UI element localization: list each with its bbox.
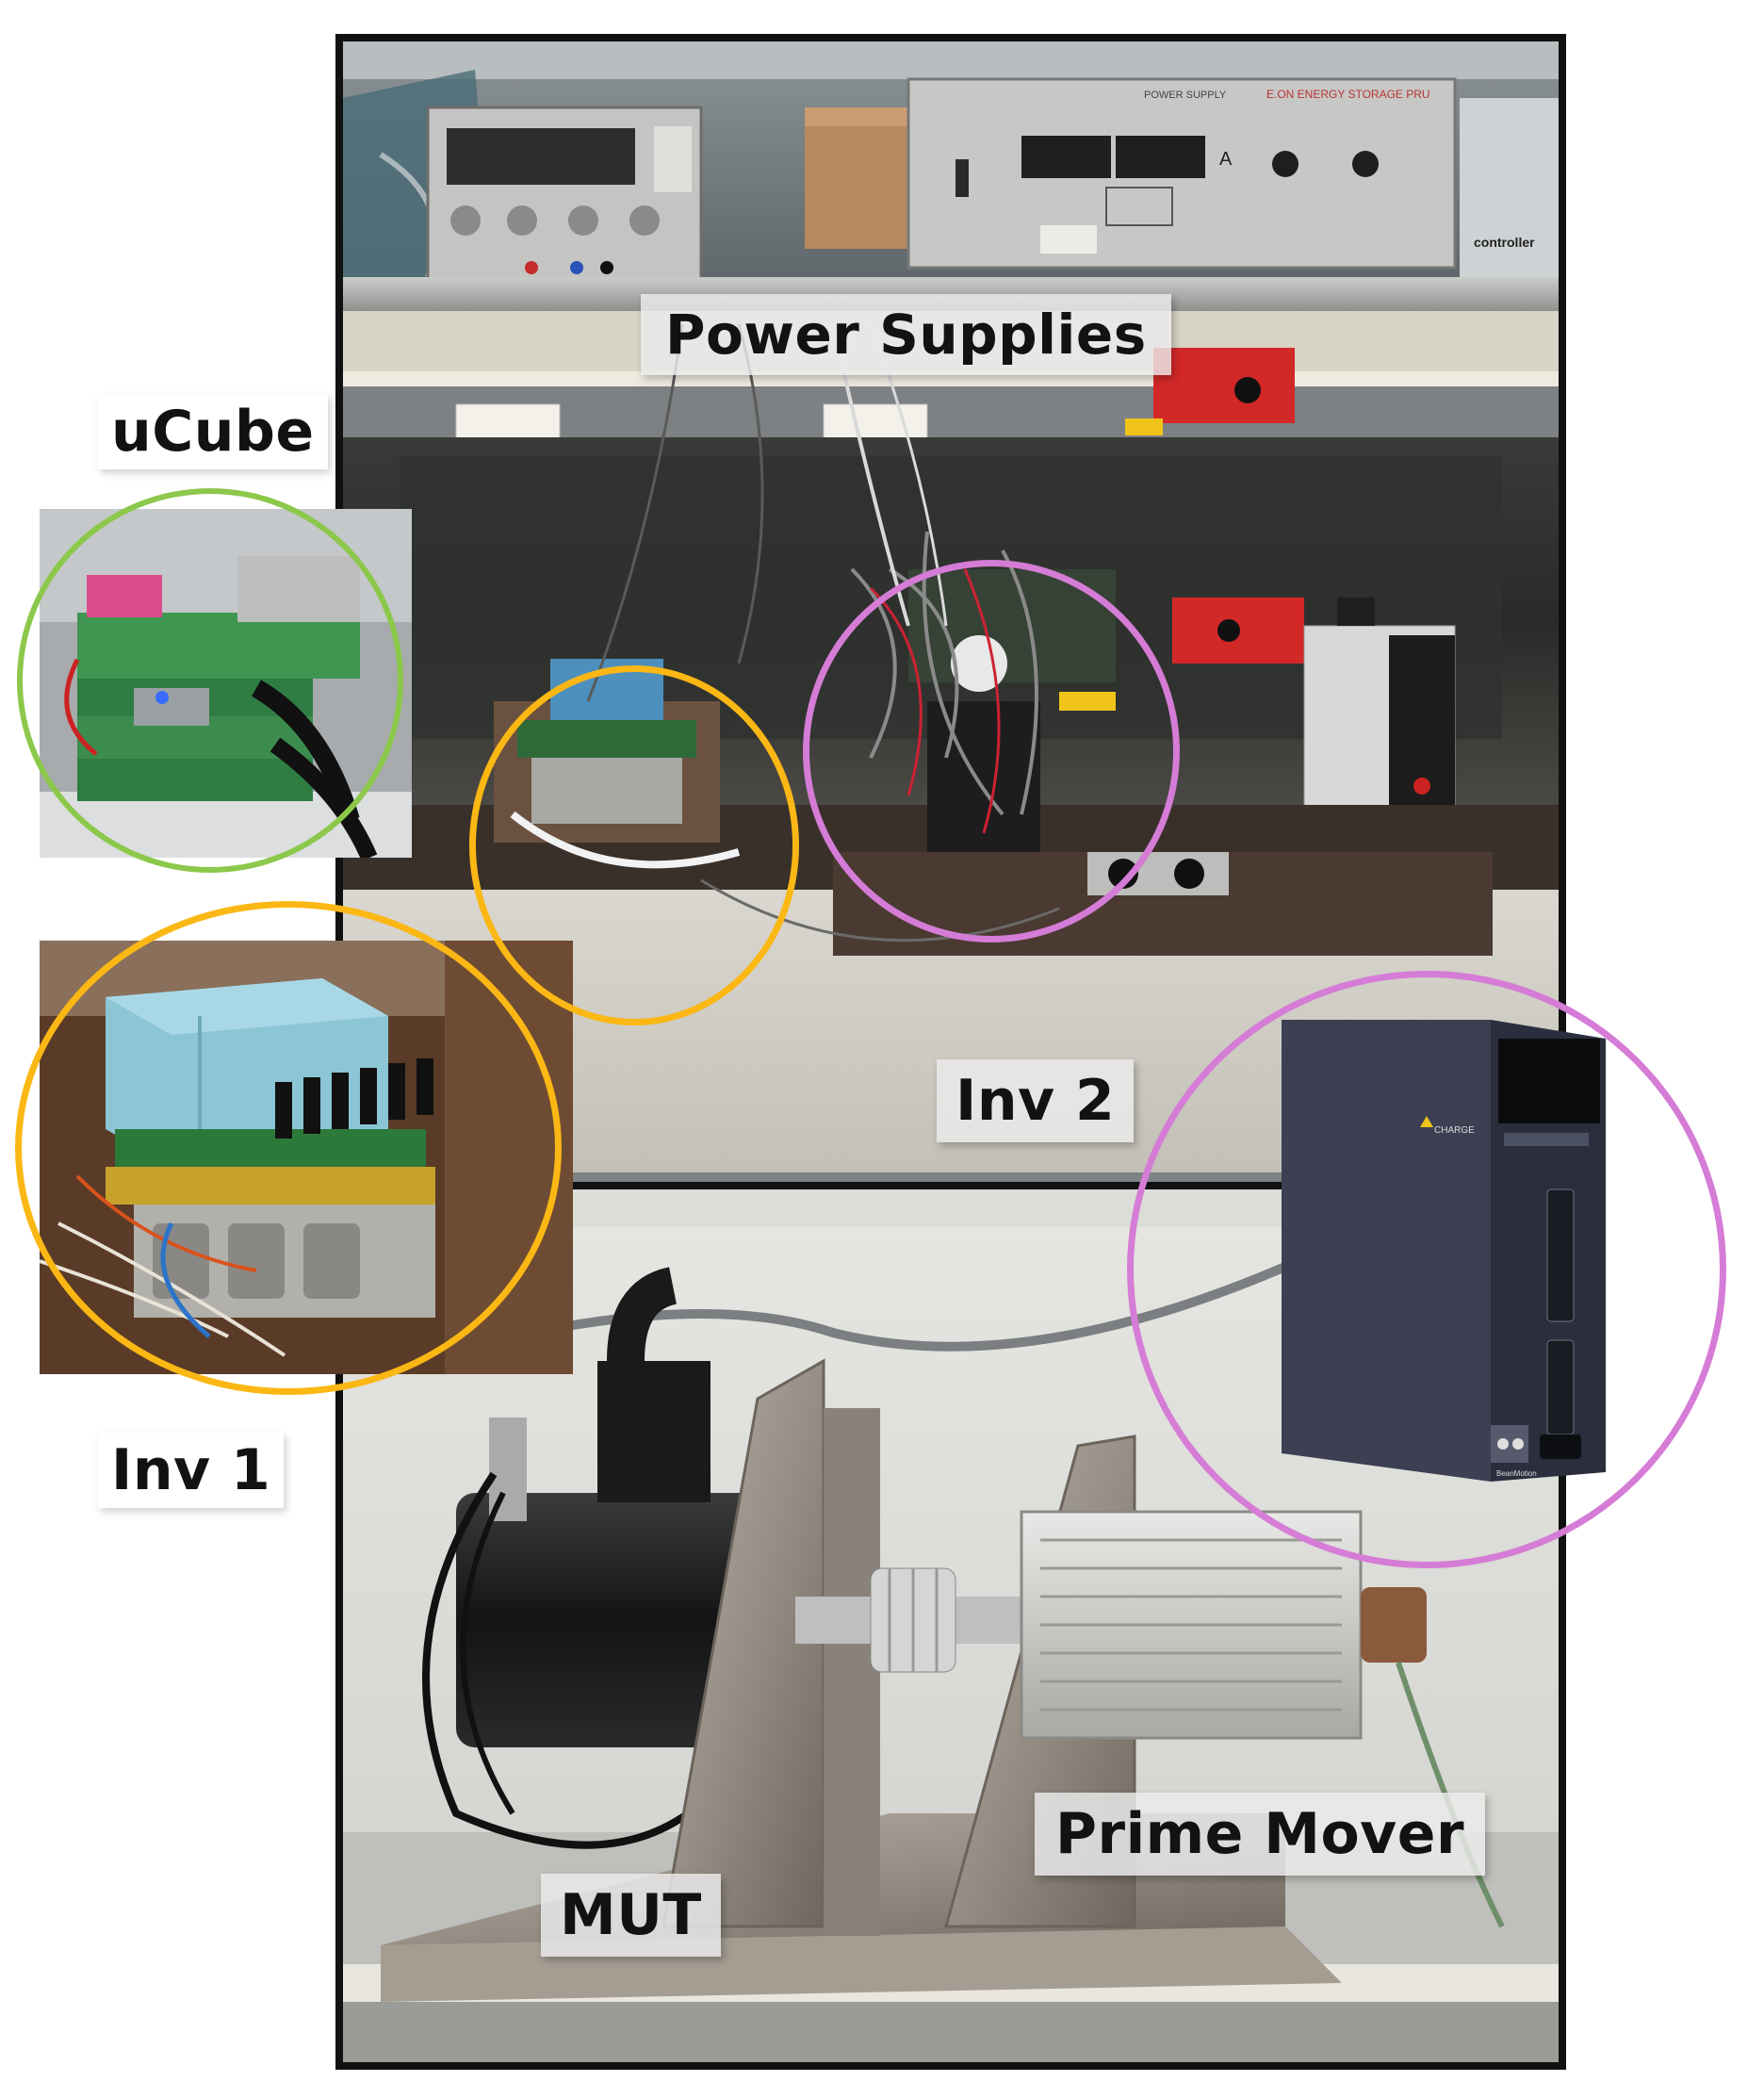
label-mut: MUT	[541, 1874, 721, 1957]
inv1-inset-photo	[40, 941, 573, 1374]
label-prime-mover: Prime Mover	[1035, 1793, 1486, 1876]
ucube-inset-photo	[40, 509, 412, 858]
controller-text: controller	[1474, 235, 1535, 250]
mut-motor	[422, 1267, 776, 1849]
servo-charge-text: CHARGE	[1434, 1125, 1475, 1136]
ps-title-text: POWER SUPPLY	[1144, 90, 1227, 101]
servo-drive-inset: CHARGE BeanMotion	[1274, 1010, 1613, 1482]
photo-drawing: POWER SUPPLY E.ON ENERGY STORAGE PRU V A…	[343, 41, 1559, 2062]
lab-setup-photo: POWER SUPPLY E.ON ENERGY STORAGE PRU V A…	[335, 34, 1566, 2070]
power-supply-right: POWER SUPPLY E.ON ENERGY STORAGE PRU V A	[906, 77, 1457, 270]
inv1-hardware-bench	[494, 659, 741, 869]
label-power-supplies: Power Supplies	[641, 294, 1171, 375]
power-supply-left	[426, 106, 703, 288]
ps-meter-v: V	[1119, 149, 1132, 170]
prime-mover-motor	[1020, 1510, 1505, 1928]
label-inv1: Inv 1	[98, 1433, 285, 1508]
ps-panel-text: E.ON ENERGY STORAGE PRU	[1266, 88, 1430, 101]
inv2-hardware	[850, 531, 1040, 852]
ps-meter-a: A	[1219, 149, 1233, 170]
label-inv2: Inv 2	[937, 1059, 1135, 1142]
servo-brand-text: BeanMotion	[1496, 1469, 1537, 1478]
label-ucube: uCube	[98, 394, 328, 469]
